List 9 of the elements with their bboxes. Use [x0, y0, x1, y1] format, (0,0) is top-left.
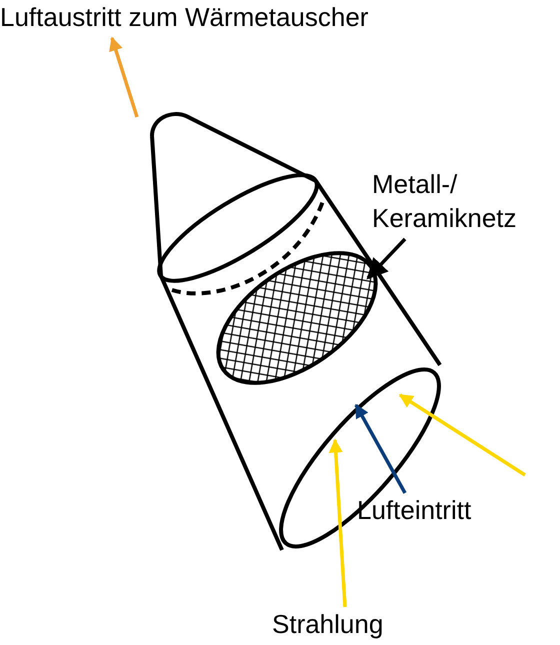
callout-label: Luftaustritt zum Wärmetauscher [0, 1, 370, 34]
arrow [366, 238, 406, 280]
callout-label: Strahlung [272, 608, 384, 641]
arrow [109, 36, 139, 118]
arrow [328, 438, 347, 608]
callout-label: Metall-/ Keramiknetz [372, 168, 518, 235]
arrow [398, 394, 526, 476]
callout-label: Lufteintritt [357, 494, 472, 527]
arrow [354, 404, 407, 494]
